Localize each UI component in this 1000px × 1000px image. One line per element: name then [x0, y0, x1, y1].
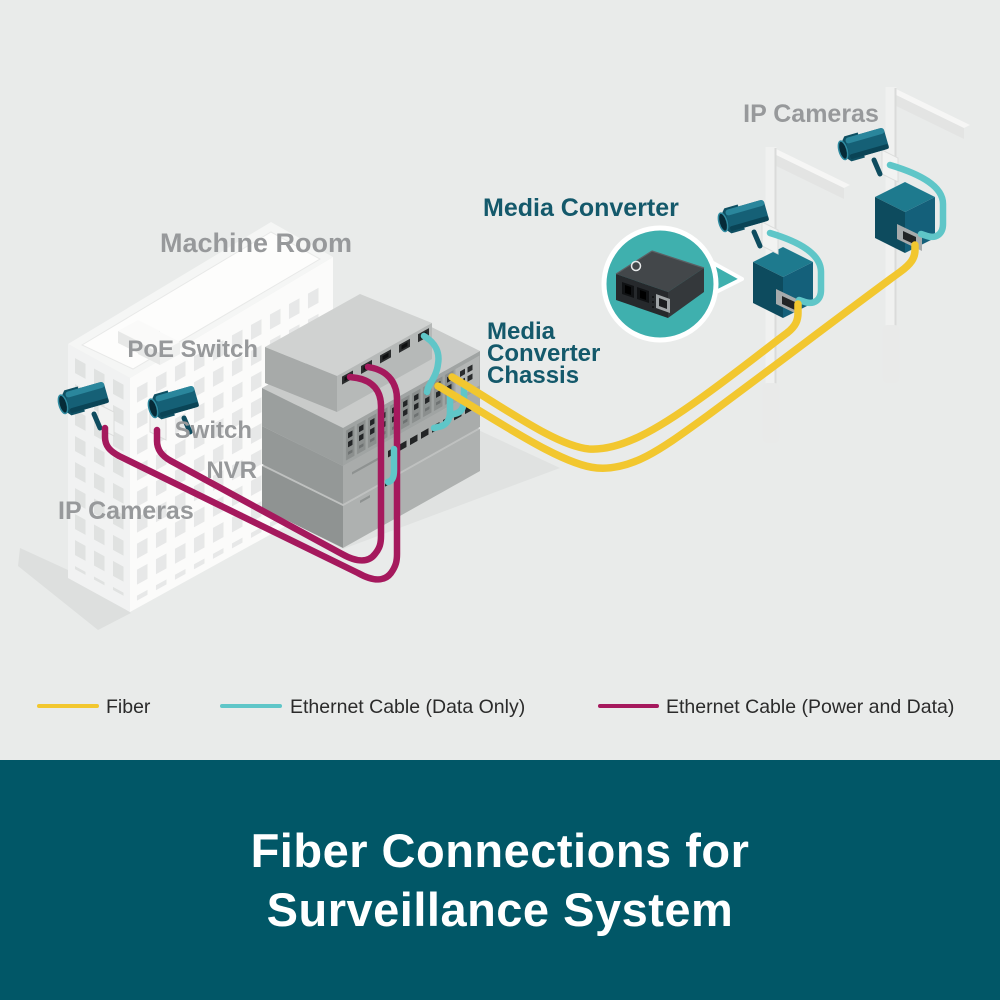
cable-data-poe-to-chassis — [420, 332, 442, 396]
fiber-cable-2 — [434, 241, 919, 472]
diagram-area: Machine Room PoE Switch Switch NVR IP Ca… — [0, 0, 1000, 760]
media-converter-box-1 — [753, 247, 813, 318]
chassis-label-line2: Converter — [487, 340, 600, 367]
cable-powerdata-camera2 — [153, 373, 385, 564]
cable-data-switch-to-nvr — [384, 445, 398, 486]
legend: Fiber Ethernet Cable (Data Only) Etherne… — [37, 696, 954, 718]
legend-label-data-only: Ethernet Cable (Data Only) — [290, 696, 525, 718]
camera-mount-plate — [761, 221, 779, 255]
rooftop-unit — [118, 320, 180, 365]
media-converter-label: Media Converter — [483, 194, 679, 222]
cable-data-polecam-1 — [766, 229, 825, 307]
nvr-label: NVR — [206, 457, 257, 484]
page-title-line2: Surveillance System — [266, 883, 734, 936]
media-converter-callout — [601, 225, 744, 343]
chassis-label-line3: Chassis — [487, 362, 579, 389]
media-converter-box-2 — [875, 182, 935, 253]
machine-room-label: Machine Room — [160, 228, 352, 258]
page-title-line1: Fiber Connections for — [250, 824, 750, 877]
pole-camera-1 — [716, 197, 779, 255]
poe-switch-label: PoE Switch — [127, 336, 258, 363]
cable-data-polecam-2 — [886, 161, 947, 241]
page-title: Fiber Connections for Surveillance Syste… — [251, 821, 750, 939]
cable-powerdata-camera1 — [101, 363, 401, 583]
fiber-cable-1 — [448, 300, 802, 453]
switch-label: Switch — [175, 417, 252, 444]
ip-cameras-poles-label: IP Cameras — [743, 100, 879, 128]
building-shadow — [18, 548, 131, 630]
chassis-label-line1: Media — [487, 318, 556, 345]
footer-panel: Fiber Connections for Surveillance Syste… — [0, 760, 1000, 1000]
media-converter-product — [615, 250, 705, 318]
ip-cameras-building-label: IP Cameras — [58, 497, 194, 525]
legend-label-power-data: Ethernet Cable (Power and Data) — [666, 696, 954, 718]
legend-label-fiber: Fiber — [106, 696, 151, 718]
